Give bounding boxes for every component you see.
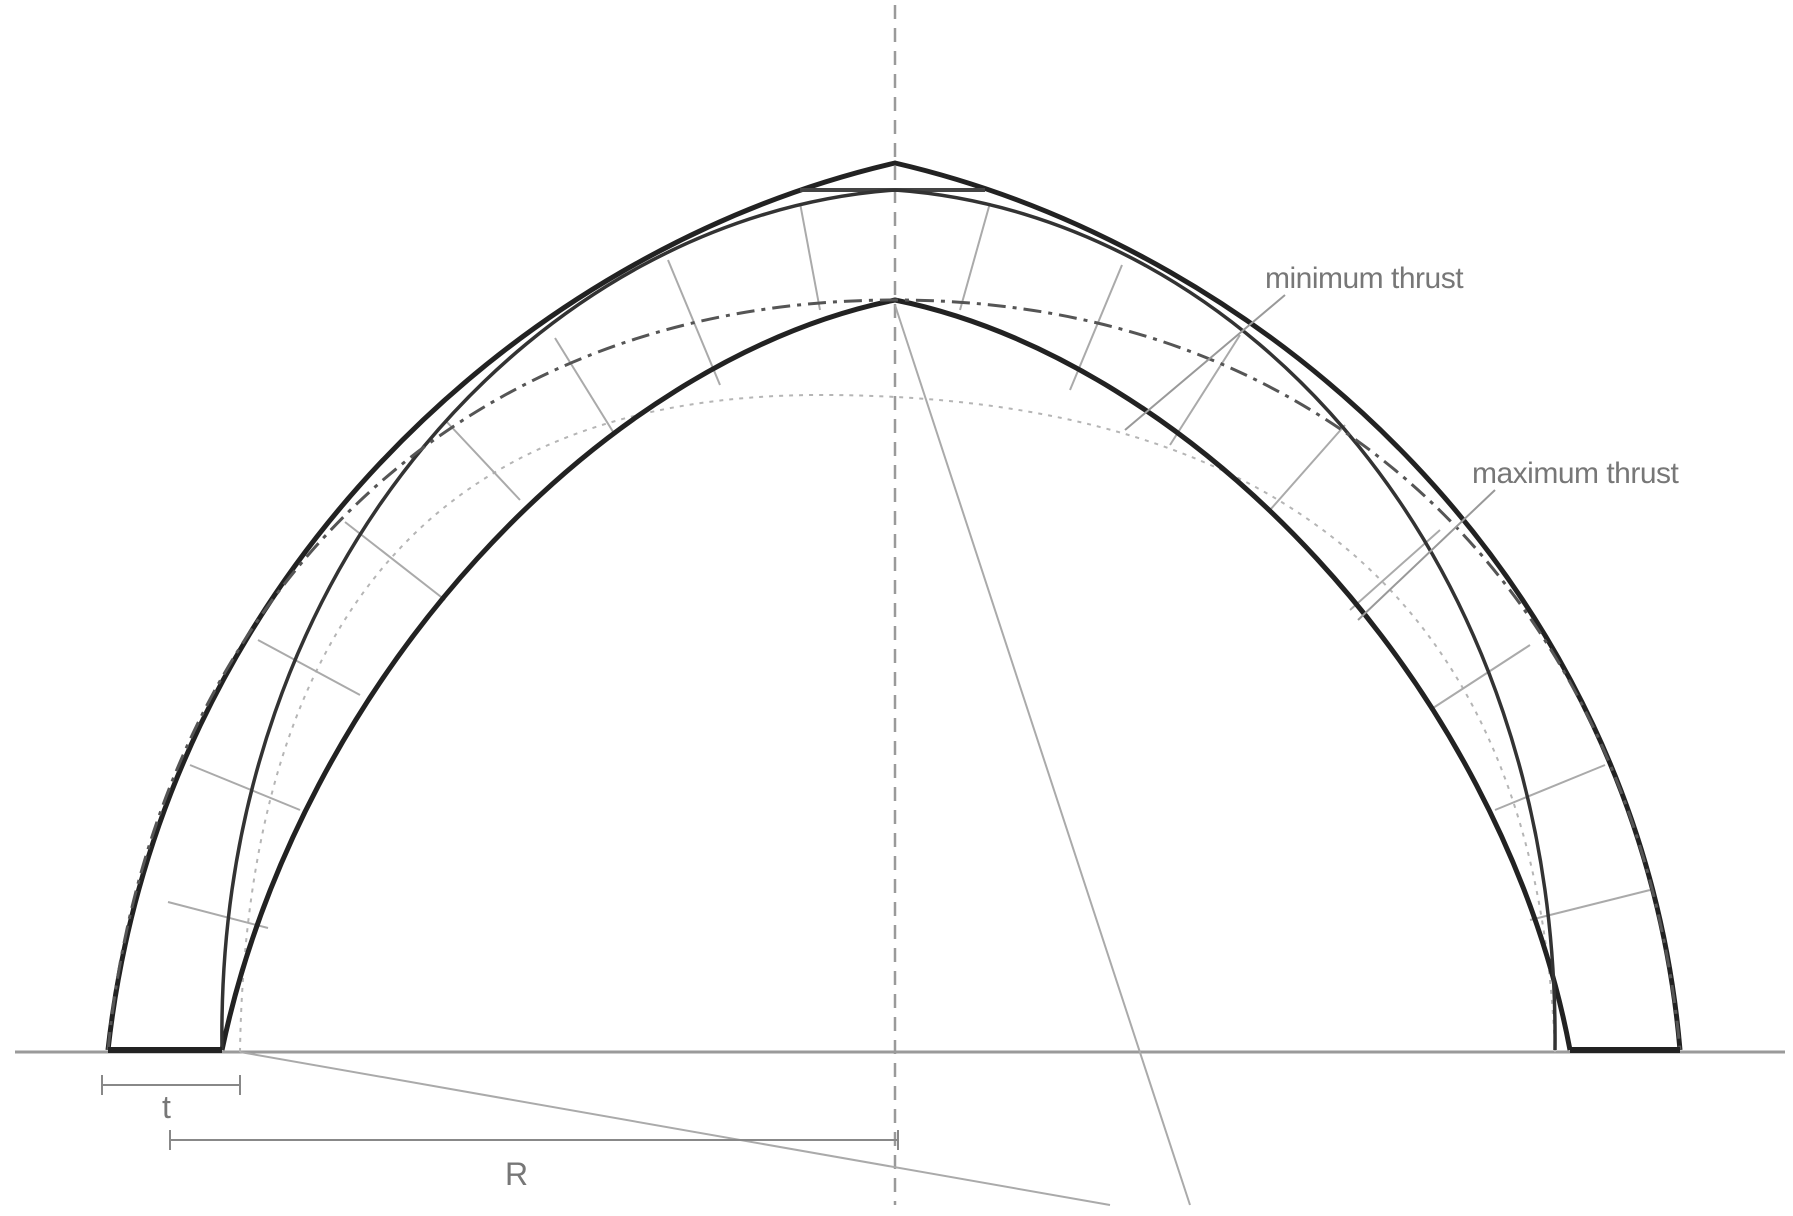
maximum-thrust-leader — [1357, 489, 1496, 621]
maximum-thrust-line — [106, 298, 1682, 1051]
radius-construction-line — [894, 304, 1191, 1206]
inner-circle-guide — [239, 393, 1556, 1053]
minimum-thrust-leader — [1124, 294, 1286, 431]
voussoir-joints-right — [959, 202, 1651, 921]
minimum-thrust-line — [220, 188, 1557, 1051]
minimum-thrust-label: minimum thrust — [1265, 262, 1464, 295]
radius-dimension — [169, 1130, 899, 1150]
voussoir-joints-left — [167, 202, 821, 929]
radius-construction-line-lower — [239, 1051, 1111, 1206]
thickness-label: t — [162, 1089, 171, 1125]
thickness-dimension — [101, 1075, 241, 1095]
radius-label: R — [505, 1156, 528, 1192]
maximum-thrust-label: maximum thrust — [1472, 457, 1680, 490]
